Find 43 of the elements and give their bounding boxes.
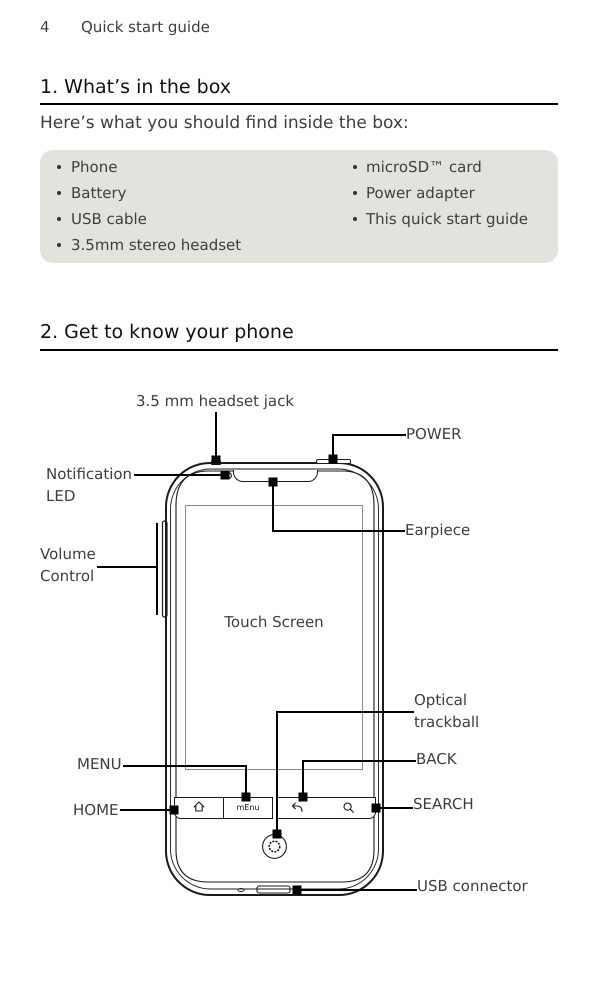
home-key (174, 797, 224, 819)
leader-line (268, 478, 405, 532)
leader-line (272, 711, 414, 838)
contents-panel (40, 150, 558, 263)
leader-line (292, 886, 417, 894)
part-label: USB connector (417, 875, 529, 897)
list-item: Power adapter (366, 183, 475, 203)
part-label: SEARCH (413, 793, 475, 815)
touch-screen: Touch Screen (185, 505, 363, 770)
leader-line (134, 470, 230, 480)
leader-line (298, 760, 416, 802)
list-item: Phone (71, 157, 118, 177)
leader-line (328, 434, 406, 464)
intro-text: Here’s what you should find inside the box: (40, 112, 409, 134)
search-key (325, 797, 376, 819)
leader-line (97, 566, 157, 568)
leader-line (372, 804, 413, 812)
section-heading: 1. What’s in the box (40, 75, 231, 100)
part-label: HOME (73, 799, 120, 821)
part-label: Earpiece (405, 519, 472, 541)
trackball (262, 834, 287, 859)
list-item: USB cable (71, 209, 147, 229)
leader-line (120, 806, 178, 814)
part-label: Optical trackball (414, 689, 481, 733)
list-item: Battery (71, 183, 127, 203)
part-label: Volume Control (40, 543, 97, 587)
part-label: MENU (77, 753, 123, 775)
part-label: POWER (406, 423, 463, 445)
part-label: 3.5 mm headset jack (136, 390, 296, 412)
leader-line (123, 765, 250, 802)
leader-line (212, 412, 220, 464)
list-item: 3.5mm stereo headset (71, 235, 242, 255)
menu-key: mEnu (224, 797, 273, 819)
running-header: Quick start guide (81, 17, 210, 37)
part-label: BACK (416, 748, 458, 770)
section-heading: 2. Get to know your phone (40, 320, 294, 345)
part-label: Notification LED (46, 463, 134, 507)
back-key (276, 797, 325, 819)
power-button (316, 459, 351, 464)
page-number: 4 (40, 17, 50, 37)
earpiece-slot (233, 470, 318, 482)
list-item: microSD™ card (366, 157, 482, 177)
list-item: This quick start guide (366, 209, 528, 229)
